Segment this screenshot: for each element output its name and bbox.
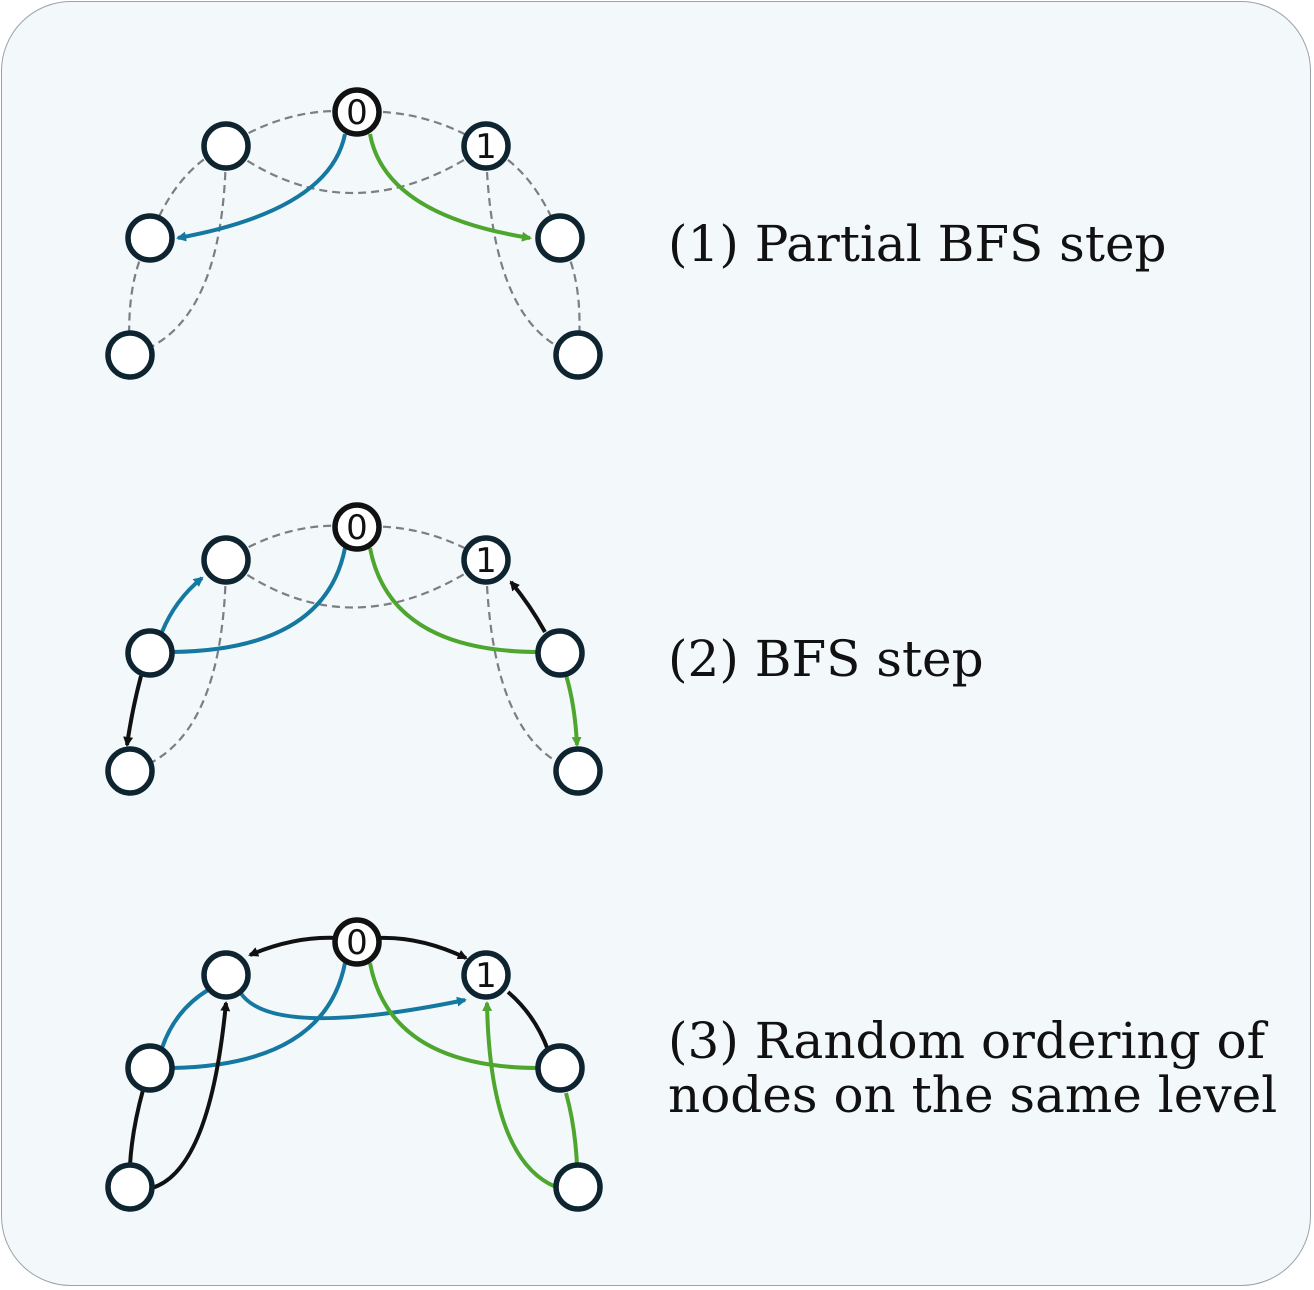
blue-edge [160, 988, 210, 1049]
node-label-root: 0 [346, 923, 368, 963]
panel-caption-line-1: (3) Random ordering of [668, 1012, 1269, 1070]
dashed-edges [129, 524, 579, 773]
node [125, 628, 175, 678]
panel-2: 0 1 (2) BFS step [105, 502, 984, 796]
green-edge [564, 1092, 579, 1166]
node [461, 121, 511, 171]
node [201, 535, 251, 585]
node-label-right-top: 1 [475, 541, 497, 581]
green-edge [564, 674, 582, 747]
panel-caption-line-2: nodes on the same level [668, 1066, 1277, 1124]
node [553, 746, 603, 796]
node [535, 213, 585, 263]
panel-caption: (1) Partial BFS step [668, 215, 1167, 273]
blue-edge [171, 962, 347, 1070]
blue-edge [238, 990, 467, 1021]
panel-1: 0 1 (1) Partial BFS step [105, 87, 1167, 380]
green-edge [368, 547, 541, 654]
node-root [332, 502, 382, 552]
node [461, 950, 511, 1000]
node [125, 1043, 175, 1093]
node [201, 121, 251, 171]
node-root [332, 87, 382, 137]
black-edge [248, 935, 338, 957]
black-edge [128, 1089, 145, 1166]
black-edge [376, 935, 468, 960]
node [535, 628, 585, 678]
node [105, 330, 155, 380]
blue-edge [176, 133, 347, 242]
node [201, 950, 251, 1000]
black-edge [506, 990, 550, 1051]
panel-3: 0 1 (3) Random ordering of nodes on the … [105, 917, 1277, 1212]
black-edge [151, 1001, 231, 1190]
node [105, 746, 155, 796]
green-edge [368, 133, 532, 242]
blue-edge [160, 576, 204, 633]
node [125, 213, 175, 263]
node-label-right-top: 1 [475, 956, 497, 996]
black-edge [123, 675, 143, 747]
node [105, 1162, 155, 1212]
node-label-root: 0 [346, 508, 368, 548]
nodes: 0 1 [105, 917, 603, 1212]
node [461, 535, 511, 585]
black-edge [509, 580, 547, 633]
green-edge [482, 1001, 557, 1189]
node [535, 1043, 585, 1093]
nodes: 0 1 [105, 87, 603, 380]
green-edge [368, 962, 541, 1070]
node-label-root: 0 [346, 93, 368, 133]
node [553, 330, 603, 380]
panel-caption: (2) BFS step [668, 630, 984, 688]
node-label-right-top: 1 [475, 127, 497, 167]
node [553, 1162, 603, 1212]
blue-edge [171, 547, 347, 654]
nodes: 0 1 [105, 502, 603, 796]
node-root [332, 917, 382, 967]
